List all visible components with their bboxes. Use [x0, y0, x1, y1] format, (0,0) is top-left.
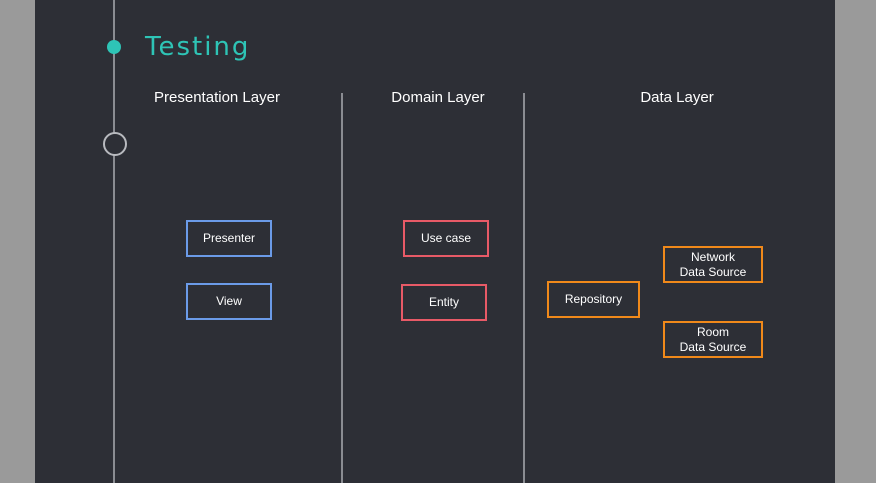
repository-node: Repository — [547, 281, 640, 318]
data-layer-heading: Data Layer — [640, 89, 714, 106]
use-case-node: Use case — [403, 220, 489, 257]
timeline-ring — [103, 132, 127, 156]
use-case-label: Use case — [420, 231, 472, 245]
layer-divider-2 — [523, 93, 525, 483]
entity-label: Entity — [428, 295, 459, 309]
presenter-node: Presenter — [186, 220, 272, 257]
network-label-line2: Data Source — [679, 264, 747, 279]
presenter-label: Presenter — [202, 231, 256, 245]
repository-label: Repository — [564, 292, 623, 306]
presentation-layer-heading: Presentation Layer — [154, 89, 280, 106]
network-data-source-node: Network Data Source — [663, 246, 763, 283]
network-label-line1: Network — [690, 249, 735, 264]
view-node: View — [186, 283, 272, 320]
slide: Testing Presentation Layer Domain Layer … — [35, 0, 835, 483]
timeline-line — [113, 0, 115, 483]
timeline-active-dot — [107, 40, 121, 54]
room-label-line2: Data Source — [679, 339, 747, 354]
layer-divider-1 — [341, 93, 343, 483]
view-label: View — [216, 294, 242, 308]
entity-node: Entity — [401, 284, 487, 321]
domain-layer-heading: Domain Layer — [391, 89, 485, 106]
room-data-source-node: Room Data Source — [663, 321, 763, 358]
section-title: Testing — [145, 32, 251, 62]
room-label-line1: Room — [696, 324, 729, 339]
